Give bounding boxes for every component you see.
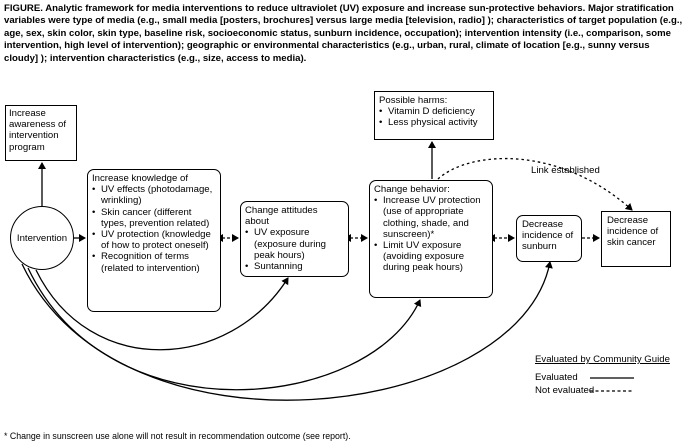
attitudes-item: UV exposure (exposure during peak hours) <box>245 227 344 261</box>
behavior-item: Limit UV exposure (avoiding exposure dur… <box>374 240 488 274</box>
knowledge-item: Skin cancer (different types, prevention… <box>92 207 216 229</box>
harms-list: Vitamin D deficiency Less physical activ… <box>379 106 489 129</box>
harms-title: Possible harms: <box>379 95 448 106</box>
attitudes-title: Change attitudes about <box>245 205 318 228</box>
caption-lead: FIGURE. Analytic framework for media int… <box>4 3 586 14</box>
box-skin-cancer: Decrease incidence of skin cancer <box>601 211 671 267</box>
knowledge-list: UV effects (photodamage, wrinkling) Skin… <box>92 184 216 274</box>
behavior-list: Increase UV protection (use of appropria… <box>374 195 488 273</box>
legend-evaluated-label: Evaluated <box>535 372 578 383</box>
behavior-item: Increase UV protection (use of appropria… <box>374 195 488 240</box>
node-intervention: Intervention <box>10 206 74 270</box>
box-sunburn: Decrease incidence of sunburn <box>516 215 582 262</box>
box-harms: Possible harms: Vitamin D deficiency Les… <box>374 91 494 140</box>
box-attitudes: Change attitudes about UV exposure (expo… <box>240 201 349 277</box>
legend-title: Evaluated by Community Guide <box>535 354 670 365</box>
attitudes-list: UV exposure (exposure during peak hours)… <box>245 227 344 272</box>
skin-cancer-text: Decrease incidence of skin cancer <box>607 215 659 249</box>
knowledge-item: Recognition of terms (related to interve… <box>92 251 216 273</box>
link-established-label: Link established <box>531 165 600 176</box>
box-awareness: Increase awareness of intervention progr… <box>5 105 77 161</box>
behavior-title: Change behavior: <box>374 184 450 195</box>
box-knowledge: Increase knowledge of UV effects (photod… <box>87 169 221 312</box>
awareness-text: Increase awareness of intervention progr… <box>9 108 67 153</box>
sunburn-text: Decrease incidence of sunburn <box>522 219 574 253</box>
knowledge-item: UV protection (knowledge of how to prote… <box>92 229 216 251</box>
curve-intervention-behavior <box>27 267 422 391</box>
arrow-link-established <box>437 157 633 211</box>
caption-body: Major stratification variables were type… <box>4 3 683 64</box>
curve-intervention-sunburn <box>21 261 553 401</box>
harms-item: Less physical activity <box>379 117 489 128</box>
figure-caption: FIGURE. Analytic framework for media int… <box>4 3 684 65</box>
box-behavior: Change behavior: Increase UV protection … <box>369 180 493 298</box>
attitudes-item: Suntanning <box>245 261 344 272</box>
legend-not-evaluated-label: Not evaluated <box>535 385 595 396</box>
knowledge-item: UV effects (photodamage, wrinkling) <box>92 184 216 206</box>
footnote: * Change in sunscreen use alone will not… <box>4 431 351 441</box>
curve-intervention-attitudes <box>35 269 289 351</box>
harms-item: Vitamin D deficiency <box>379 106 489 117</box>
intervention-text: Intervention <box>16 232 68 244</box>
knowledge-title: Increase knowledge of <box>92 173 188 184</box>
